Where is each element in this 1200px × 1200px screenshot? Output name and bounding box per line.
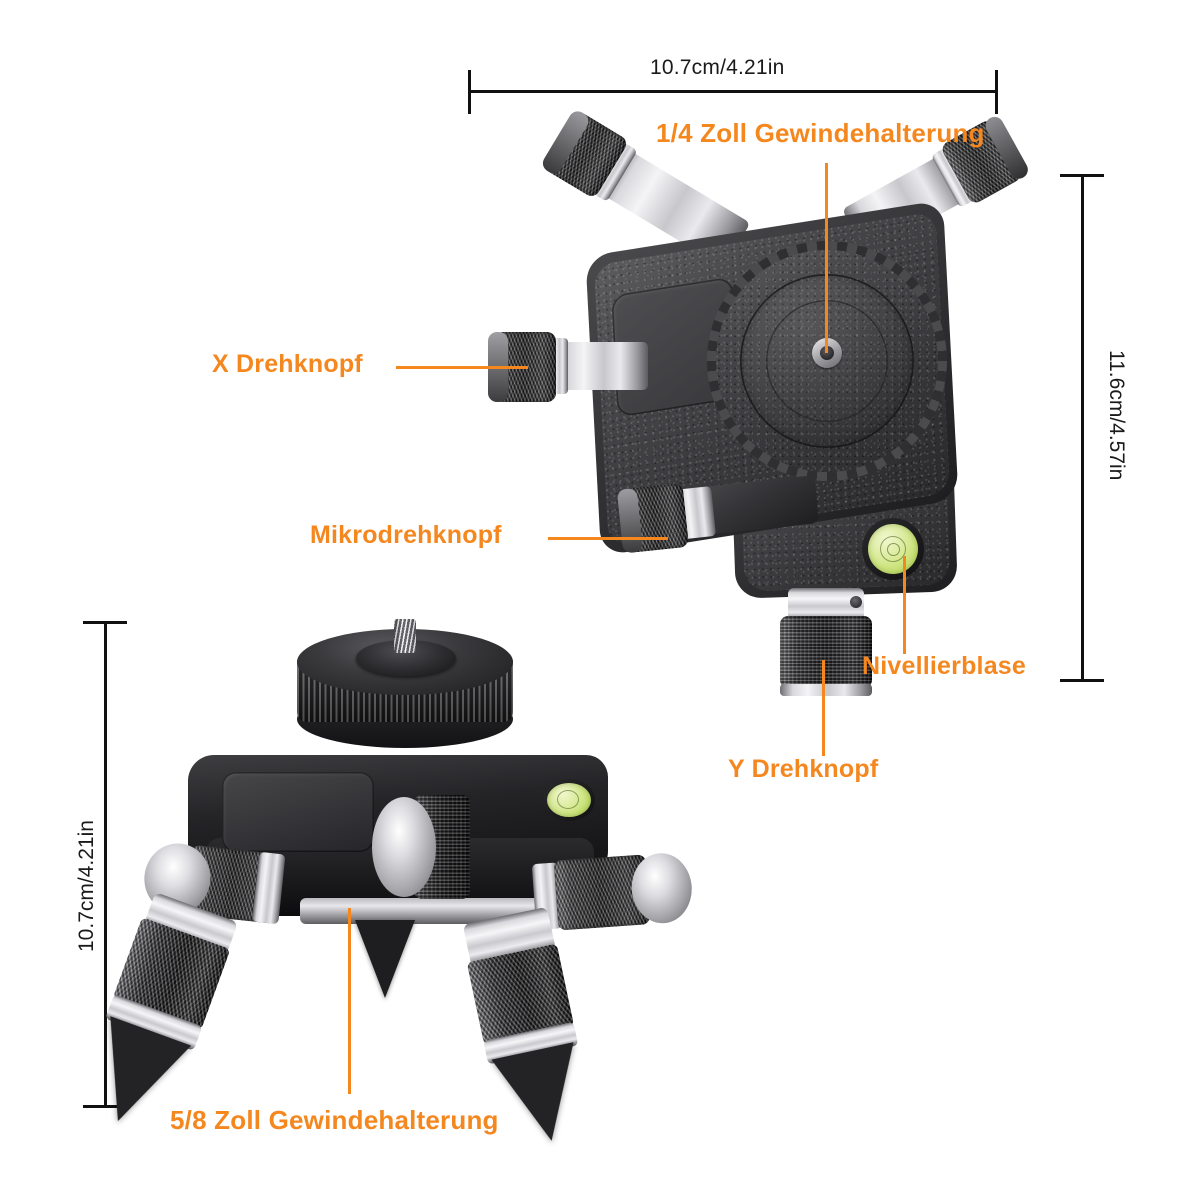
callout-bubble-leader [903, 556, 906, 654]
bubble-level-ring [880, 536, 906, 562]
x-knob-shaft [556, 342, 648, 390]
callout-micro-knob-label: Mikrodrehknopf [310, 521, 502, 549]
callout-five-eighth-label: 5/8 Zoll Gewindehalterung [170, 1105, 499, 1135]
y-knob-assembly [772, 588, 882, 708]
dimension-cap-right [995, 70, 998, 114]
callout-x-knob-leader [396, 366, 528, 369]
callout-bubble-label: Nivellierblase [862, 652, 1027, 680]
x-knob-arm [484, 320, 648, 412]
quarter-inch-stud [394, 619, 416, 653]
y-knob-base-ring [780, 684, 872, 696]
center-knob-head[interactable] [372, 797, 436, 897]
dimension-line-top [468, 90, 998, 93]
center-knob-assembly [372, 795, 470, 907]
callout-quarter-inch-label: 1/4 Zoll Gewindehalterung [656, 118, 985, 148]
y-adjustment-knob[interactable] [780, 616, 872, 688]
base-bubble-ring [557, 790, 579, 809]
callout-y-knob-leader [822, 660, 825, 756]
dimension-cap-bottom [1060, 679, 1104, 682]
base-recess-panel [222, 772, 374, 852]
center-cone-leg [355, 920, 415, 998]
threaded-socket-hole [820, 346, 834, 360]
dimension-top-width-value: 10.7cm/4.21in [650, 56, 785, 79]
callout-five-eighth-leader [348, 908, 351, 1094]
callout-x-knob-label: X Drehknopf [212, 350, 363, 378]
bubble-level-center [887, 543, 900, 556]
dimension-line-right [1081, 174, 1084, 682]
callout-y-knob-label: Y Drehknopf [728, 755, 879, 783]
y-knob-setscrew [850, 596, 862, 608]
dimension-line-left [104, 621, 107, 1108]
leg-front-right-cone [491, 1042, 593, 1150]
callout-quarter-inch-leader [825, 163, 828, 353]
center-cone-tip [355, 920, 415, 998]
dimension-cap-bottom [83, 1105, 127, 1108]
callout-micro-knob-leader [548, 537, 668, 540]
